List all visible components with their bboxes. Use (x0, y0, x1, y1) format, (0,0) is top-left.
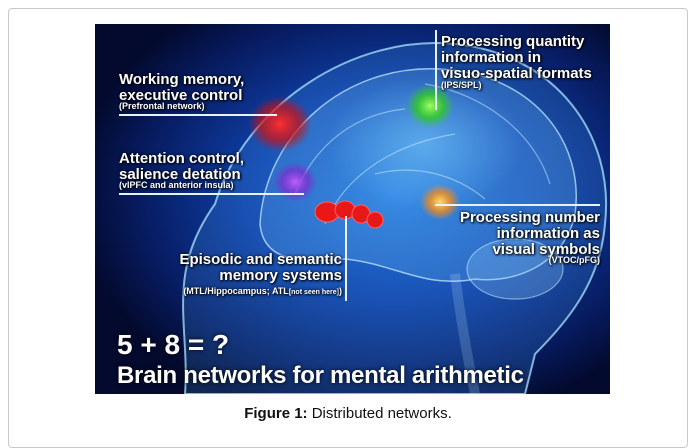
region-visuospatial-subtitle: (IPS/SPL) (441, 81, 482, 90)
region-attention-title: Attention control,salience detation (119, 151, 244, 183)
brain-illustration: Working memory,executive control (Prefro… (95, 24, 610, 394)
figure-caption: Figure 1: Distributed networks. (0, 405, 696, 422)
region-number-symbols-pointer (435, 204, 600, 206)
region-working-memory-subtitle: (Prefrontal network) (119, 102, 205, 111)
region-attention-subtitle: (vlPFC and anterior insula) (119, 181, 234, 190)
region-working-memory-title: Working memory,executive control (119, 72, 244, 104)
region-working-memory-pointer (119, 114, 277, 116)
region-attention-pointer (119, 193, 304, 195)
region-number-symbols-subtitle: (VTOC/pFG) (549, 256, 600, 265)
figure-headline: Brain networks for mental arithmetic (117, 362, 524, 390)
caption-text: Distributed networks. (308, 405, 452, 422)
region-visuospatial-pointer (435, 30, 437, 110)
arithmetic-formula: 5 + 8 = ? (117, 329, 229, 361)
caption-label: Figure 1: (244, 405, 307, 422)
region-episodic-note: [not seen here] (289, 289, 339, 296)
region-episodic-pointer (345, 216, 347, 301)
region-episodic-subtitle: (MTL/Hippocampus; ATL[not seen here]) (183, 287, 342, 296)
